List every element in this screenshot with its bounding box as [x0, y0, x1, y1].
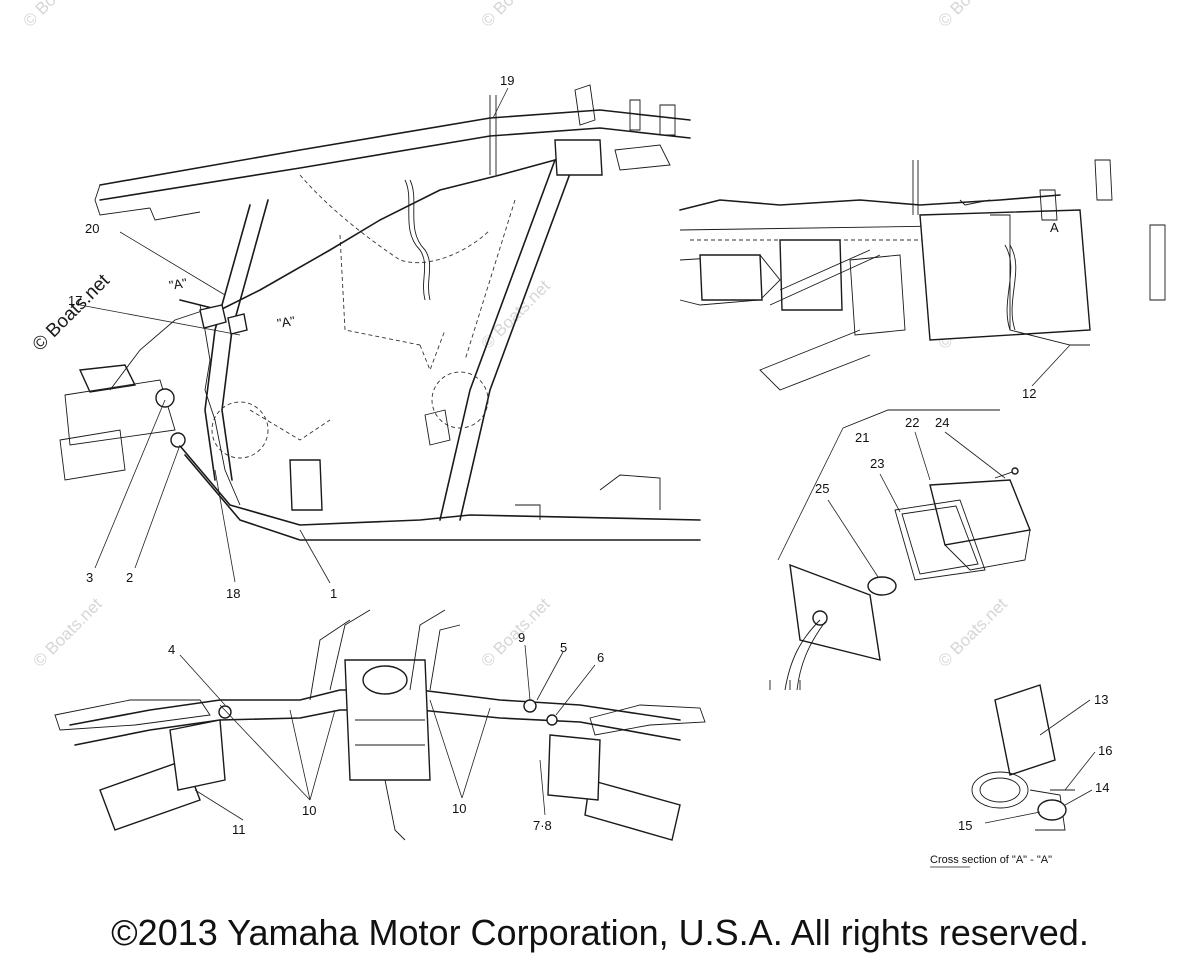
watermark-faint: © Boats.net: [934, 0, 1011, 31]
callout-16: 16: [1098, 743, 1112, 758]
callout-3: 3: [86, 570, 93, 585]
watermark-faint: © Boats.net: [477, 0, 554, 31]
callout-23: 23: [870, 456, 884, 471]
callout-21: 21: [855, 430, 869, 445]
watermark-faint: © Boats.net: [934, 594, 1011, 671]
callout-12: 12: [1022, 386, 1036, 401]
callout-4: 4: [168, 642, 175, 657]
tail-light-exploded: 21 22 24 23 25: [769, 409, 1031, 691]
callout-10-right: 10: [452, 801, 466, 816]
cross-section-detail: 13 16 14 15 Cross section of "A" - "A": [930, 684, 1112, 868]
callout-14: 14: [1095, 780, 1109, 795]
callout-2: 2: [126, 570, 133, 585]
cross-section-caption: Cross section of "A" - "A": [930, 854, 1052, 866]
frame-callouts: 19 20 17 "A" "A" 3 2 18 1: [68, 73, 514, 601]
callout-24: 24: [935, 415, 949, 430]
watermark-faint: © Boats.net: [477, 594, 554, 671]
watermark-faint: © Boats.net: [29, 594, 106, 671]
copyright-notice: ©2013 Yamaha Motor Corporation, U.S.A. A…: [111, 912, 1089, 953]
callout-9: 9: [518, 630, 525, 645]
callout-17: 17: [68, 293, 82, 308]
callout-1: 1: [330, 586, 337, 601]
callout-10-left: 10: [302, 803, 316, 818]
callout-6: 6: [597, 650, 604, 665]
watermark-faint: © Boats.net: [477, 276, 554, 353]
watermark-main: © Boats.net: [29, 270, 115, 356]
callout-18: 18: [226, 586, 240, 601]
callout-7-8: 7·8: [533, 818, 552, 833]
callout-25: 25: [815, 481, 829, 496]
callout-20: 20: [85, 221, 99, 236]
handlebar-assembly: [54, 609, 706, 841]
callout-11: 11: [232, 822, 246, 837]
callout-13: 13: [1094, 692, 1108, 707]
rear-harness-view: A 12: [679, 159, 1166, 401]
callout-22: 22: [905, 415, 919, 430]
section-mark-a-upper: "A": [168, 275, 189, 293]
handlebar-callouts: 4 9 5 6 10 10 11 7·8: [168, 630, 604, 837]
watermark-faint: © Boats.net: [19, 0, 96, 31]
callout-15: 15: [958, 818, 972, 833]
section-mark-a-rear: A: [1050, 220, 1059, 235]
frame-assembly: [59, 84, 701, 541]
callout-19: 19: [500, 73, 514, 88]
section-mark-a-lower: "A": [276, 313, 297, 331]
callout-5: 5: [560, 640, 567, 655]
